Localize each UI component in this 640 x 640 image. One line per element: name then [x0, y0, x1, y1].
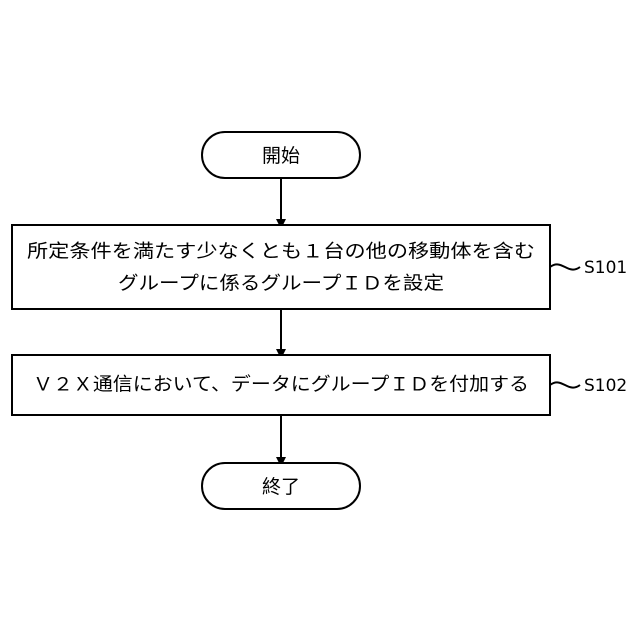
process-step-s101: 所定条件を満たす少なくとも１台の他の移動体を含む グループに係るグループＩＤを設…	[12, 225, 550, 309]
process-step-s102: Ｖ２Ｘ通信において、データにグループＩＤを付加する	[12, 355, 550, 415]
end-terminal: 終了	[202, 463, 360, 509]
end-label: 終了	[262, 476, 300, 498]
step-s101-line-1: 所定条件を満たす少なくとも１台の他の移動体を含む	[27, 242, 535, 263]
step-s102-ref: S102	[584, 376, 627, 396]
step-s101-ref: S101	[584, 258, 627, 278]
step-s102-line-1: Ｖ２Ｘ通信において、データにグループＩＤを付加する	[33, 375, 529, 396]
step-s101-line-2: グループに係るグループＩＤを設定	[118, 274, 444, 295]
s101-leader-line	[550, 264, 580, 269]
start-terminal: 開始	[202, 132, 360, 178]
start-label: 開始	[262, 145, 300, 167]
s102-leader-line	[550, 382, 580, 387]
